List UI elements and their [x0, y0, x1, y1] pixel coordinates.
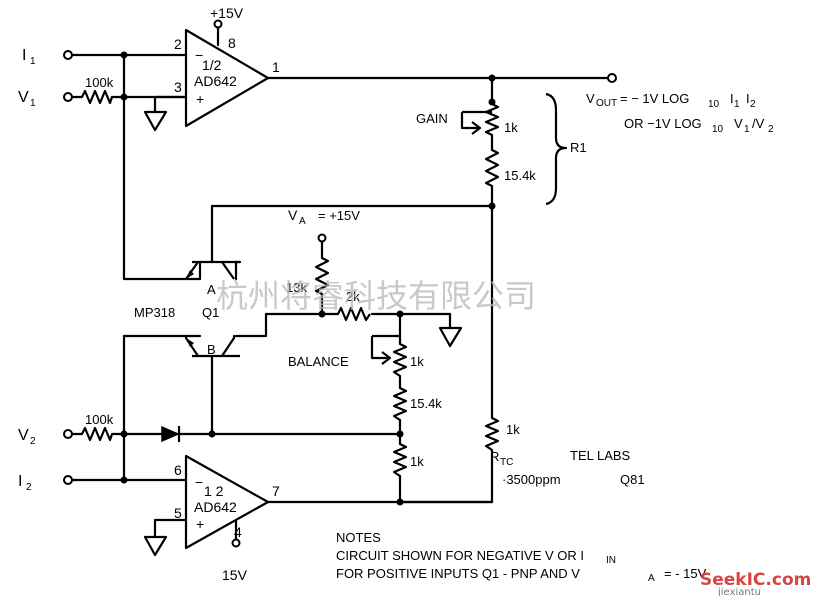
potentiometer-wipers	[370, 110, 492, 365]
transistor-a: A	[207, 282, 216, 297]
opamp2-pin6: 6	[174, 462, 182, 478]
va-value: = +15V	[318, 208, 360, 223]
vout-eq2-sub1: 1	[744, 124, 750, 135]
opamp2-unit: 1 2	[204, 483, 224, 499]
opamp-1	[184, 28, 270, 128]
r-15k4-bot-label: 15.4k	[410, 396, 442, 411]
v1-sub: 1	[30, 98, 36, 109]
opamp2-pin5: 5	[174, 505, 182, 521]
resistors	[81, 89, 500, 477]
vout-label: V	[586, 91, 595, 106]
opamp2-pin4: 4	[234, 524, 242, 540]
diode	[161, 425, 181, 443]
notes-line2-sub: A	[648, 573, 655, 584]
va-label: V	[288, 207, 298, 223]
notes-line1: CIRCUIT SHOWN FOR NEGATIVE V OR I	[336, 548, 584, 563]
vout-sub: OUT	[596, 98, 617, 109]
watermark: 杭州将睿科技有限公司 SeekIC.com jiexiantu	[216, 277, 811, 596]
vout-eq2-sub2: 2	[768, 124, 774, 135]
vout-eq2: OR −1V LOG	[624, 116, 702, 131]
component-labels: 100k 100k 13k 2k 1k 15.4k 1k 15.4k 1k 1k…	[85, 75, 645, 487]
r-1k-bot-label: 1k	[410, 454, 424, 469]
opamp-1-labels: +15V 8 2 3 1 − + 1/2 AD642	[174, 5, 280, 107]
opamp1-unit: 1/2	[202, 57, 222, 73]
vout-equation: V OUT = − 1V LOG 10 I 1 I 2 OR −1V LOG 1…	[586, 91, 774, 135]
vout-eq2-mid: /V	[752, 116, 765, 131]
opamp2-minus: −	[195, 474, 203, 490]
vout-eq1: = − 1V LOG	[620, 91, 689, 106]
notes-title: NOTES	[336, 530, 381, 545]
opamp-2-labels: 6 5 7 4 15V − + 1 2 AD642	[174, 462, 280, 583]
vout-eq1-mid: I	[746, 91, 750, 106]
wires	[70, 25, 610, 542]
opamp2-name: AD642	[194, 499, 237, 515]
i2-sub: 2	[26, 482, 32, 493]
transistor-name: MP318	[134, 305, 175, 320]
r-tc-label: 1k	[506, 422, 520, 437]
opamp2-supply: 15V	[222, 567, 248, 583]
v1-label: V	[18, 89, 29, 106]
r-in2-label: 100k	[85, 412, 114, 427]
seekic-logo-sub: jiexiantu	[717, 587, 761, 596]
supply-labels: V A = +15V R TC	[288, 207, 513, 468]
opamp1-pin8: 8	[228, 35, 236, 51]
opamp1-pin2: 2	[174, 36, 182, 52]
transistor-b: B	[207, 342, 216, 357]
i2-label: I	[18, 473, 22, 490]
opamp2-pin7: 7	[272, 483, 280, 499]
balance-label: BALANCE	[288, 354, 349, 369]
rtc-label: R	[490, 449, 499, 464]
opamp2-plus: +	[196, 516, 204, 532]
seekic-logo: SeekIC.com	[700, 570, 811, 590]
transistor-ref: Q1	[202, 305, 219, 320]
notes-line2-end: = - 15V	[664, 566, 707, 581]
r-bal-label: 1k	[410, 354, 424, 369]
vout-eq2-sub: 10	[712, 124, 724, 135]
r-2k-label: 2k	[346, 289, 360, 304]
junction-dots	[120, 51, 496, 506]
opamp1-name: AD642	[194, 73, 237, 89]
transistor-q1	[184, 260, 240, 358]
r-in1-label: 100k	[85, 75, 114, 90]
v2-sub: 2	[30, 436, 36, 447]
r1-brace	[545, 92, 568, 206]
rtc-sub: TC	[500, 457, 513, 468]
r1-label: R1	[570, 140, 587, 155]
opamp1-supply: +15V	[210, 5, 244, 21]
vout-eq1-tail: I	[730, 91, 734, 106]
opamp1-plus: +	[196, 91, 204, 107]
opamp1-minus: −	[195, 47, 203, 63]
opamp1-pin1: 1	[272, 59, 280, 75]
gain-label: GAIN	[416, 111, 448, 126]
vout-eq1-sub1: 1	[734, 99, 740, 110]
vout-eq1-sub: 10	[708, 99, 720, 110]
r-tc-tempco: ·3500ppm	[502, 472, 561, 487]
va-sub: A	[299, 216, 306, 227]
r-13k-label: 13k	[286, 280, 307, 295]
watermark-text: 杭州将睿科技有限公司	[216, 277, 536, 315]
vout-eq2-tail: V	[734, 116, 743, 131]
input-terminals	[63, 19, 617, 548]
r-gain-label: 1k	[504, 120, 518, 135]
r-15k4-top-label: 15.4k	[504, 168, 536, 183]
notes-line2: FOR POSITIVE INPUTS Q1 - PNP AND V	[336, 566, 580, 581]
vout-eq1-sub2: 2	[750, 99, 756, 110]
v2-label: V	[18, 427, 29, 444]
opamp1-pin3: 3	[174, 79, 182, 95]
i1-label: I	[22, 47, 26, 64]
ground-symbols	[143, 110, 463, 557]
opamp-2	[184, 454, 270, 550]
notes: NOTES CIRCUIT SHOWN FOR NEGATIVE V OR I …	[336, 530, 707, 584]
r-tc-vendor: TEL LABS	[570, 448, 631, 463]
i1-sub: 1	[30, 56, 36, 67]
input-labels: I 1 V 1 V 2 I 2	[18, 47, 36, 493]
notes-line1-sub: IN	[606, 555, 616, 566]
r-tc-part: Q81	[620, 472, 645, 487]
